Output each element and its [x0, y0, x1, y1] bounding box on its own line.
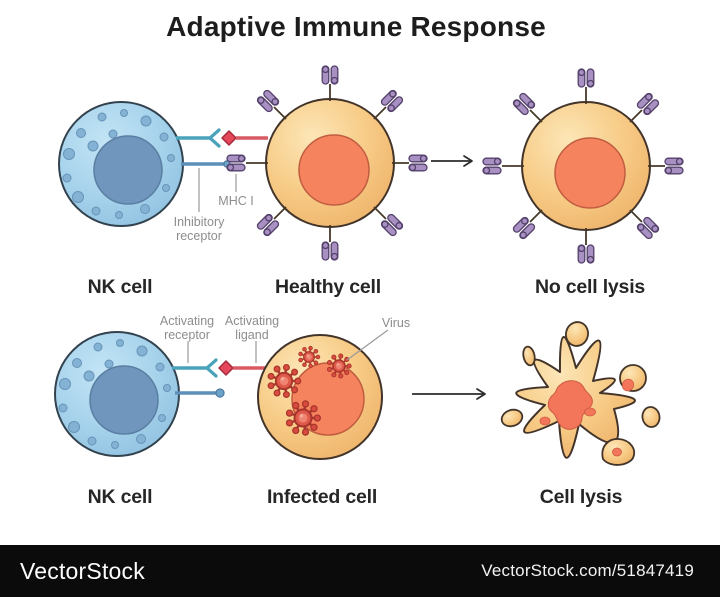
leader-lines-top: [198, 168, 237, 212]
no-lysis-cell: [483, 69, 683, 263]
arrow-no-lysis: [431, 155, 473, 167]
leader-lines-bottom: [187, 329, 389, 363]
diagram-canvas: [54, 0, 720, 466]
nk-cell-top-label: NK cell: [87, 276, 153, 298]
watermark-bar: VectorStock VectorStock.com/51847419: [0, 545, 720, 597]
mhc1-label: MHC I: [218, 194, 254, 208]
page-title: Adaptive Immune Response: [166, 11, 546, 42]
virus-label: Virus: [381, 316, 411, 330]
arrow-lysis: [412, 388, 486, 400]
vectorstock-logo: VectorStock: [20, 557, 145, 584]
activating-pair-top: [176, 128, 268, 148]
infected-cell-label: Infected cell: [266, 486, 378, 508]
image-credit-url: VectorStock.com/51847419: [481, 561, 694, 580]
infected-cell: [257, 334, 383, 460]
inhibitory-receptor-top: [181, 160, 231, 168]
healthy-cell-label: Healthy cell: [275, 276, 381, 298]
lysed-cell: [500, 321, 661, 466]
inhibitory-receptor-bottom: [175, 388, 225, 398]
healthy-cell: [227, 66, 427, 260]
activating-receptor-label: Activating receptor: [159, 314, 215, 343]
nk-cell-bottom-label: NK cell: [87, 486, 153, 508]
cell-lysis-label: Cell lysis: [539, 486, 623, 508]
no-cell-lysis-label: No cell lysis: [534, 276, 646, 298]
nk-cell-top: [58, 101, 184, 227]
activating-pair-bottom: [172, 358, 266, 378]
nk-cell-bottom: [54, 331, 180, 457]
inhibitory-receptor-label: Inhibitory receptor: [173, 215, 225, 244]
activating-ligand-label: Activating ligand: [224, 314, 280, 343]
